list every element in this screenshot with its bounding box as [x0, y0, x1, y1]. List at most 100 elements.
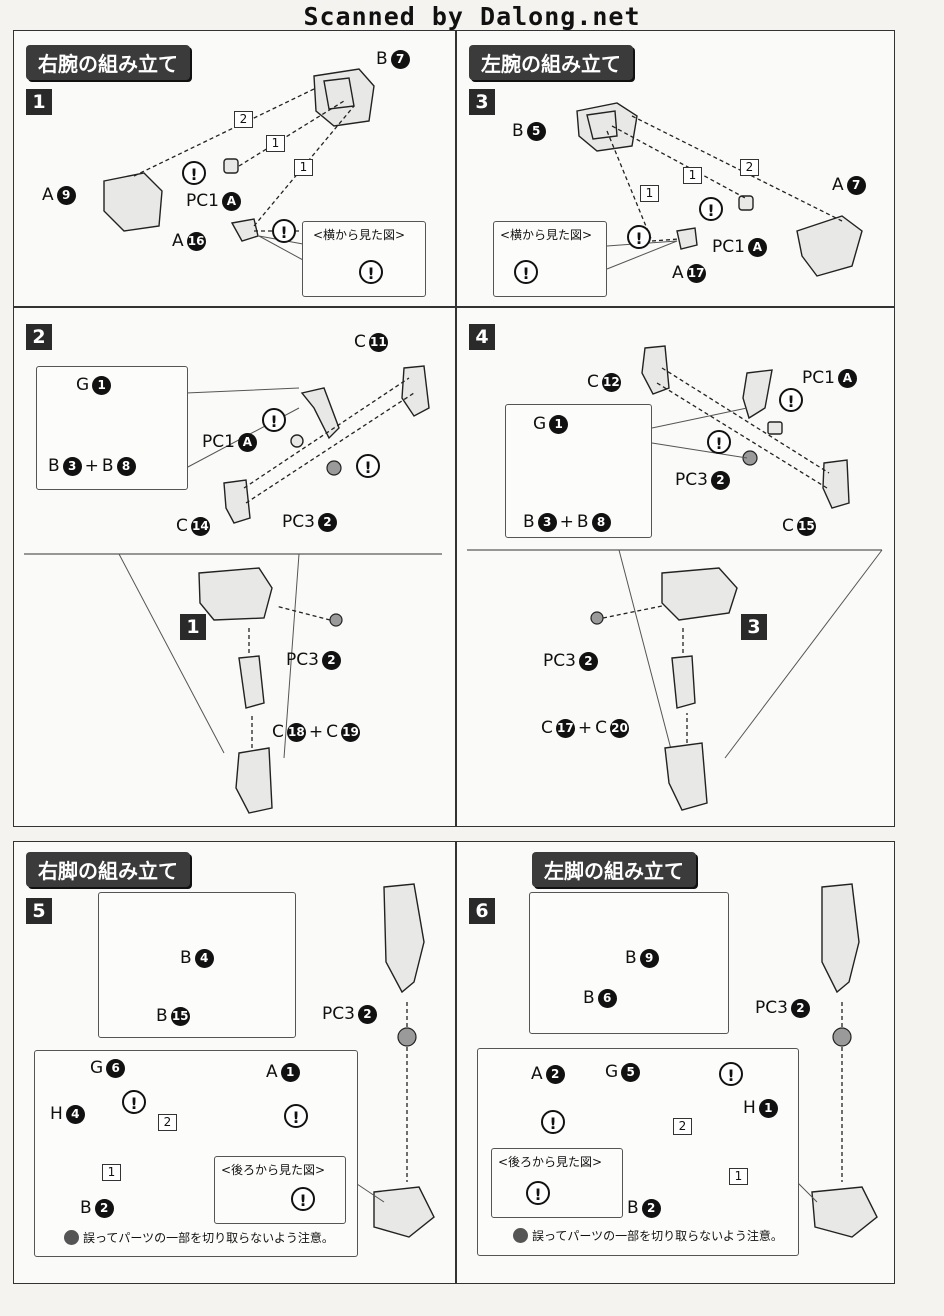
sub-assembly-box [34, 1050, 358, 1257]
sub-assembly-box [98, 892, 296, 1038]
step-number: 6 [469, 898, 495, 924]
caution-note: 誤ってパーツの一部を切り取らないよう注意。 [64, 1229, 334, 1246]
step-number: 2 [26, 324, 52, 350]
sub-assembly-box [36, 366, 188, 490]
step-number: 4 [469, 324, 495, 350]
caution-icon: ! [262, 408, 286, 432]
caution-icon: ! [699, 197, 723, 221]
side-view-callout: <横から見た図> ! [302, 221, 426, 297]
step-number: 1 [26, 89, 52, 115]
section-title-left-arm: 左腕の組み立て [469, 45, 633, 80]
caution-cut-icon [64, 1230, 79, 1245]
caution-icon: ! [514, 260, 538, 284]
rear-view-callout: <後ろから見た図> ! [214, 1156, 346, 1224]
sequence-marker: 1 [266, 135, 285, 152]
sequence-marker: 2 [740, 159, 759, 176]
sequence-marker: 1 [683, 167, 702, 184]
side-view-caption: <横から見た図> [313, 228, 406, 242]
caution-icon: ! [272, 219, 296, 243]
caution-icon: ! [359, 260, 383, 284]
sub-assembly-box [529, 892, 729, 1034]
caution-icon: ! [356, 454, 380, 478]
caution-icon: ! [719, 1062, 743, 1086]
caution-icon: ! [291, 1187, 315, 1211]
step-number: 5 [26, 898, 52, 924]
caution-note: 誤ってパーツの一部を切り取らないよう注意。 [513, 1227, 783, 1244]
sequence-marker: 1 [102, 1164, 121, 1181]
step4-illustration [467, 345, 883, 811]
caution-icon: ! [627, 225, 651, 249]
scan-watermark-header: Scanned by Dalong.net [303, 2, 641, 31]
section-title-right-arm: 右腕の組み立て [26, 45, 190, 80]
caution-icon: ! [182, 161, 206, 185]
caution-icon: ! [284, 1104, 308, 1128]
sequence-marker: 1 [640, 185, 659, 202]
reference-step-1: 1 [180, 614, 206, 640]
sequence-marker: 2 [158, 1114, 177, 1131]
caution-cut-icon [513, 1228, 528, 1243]
sequence-marker: 1 [729, 1168, 748, 1185]
side-view-caption: <横から見た図> [500, 228, 593, 242]
rear-view-caption: <後ろから見た図> [221, 1163, 326, 1177]
rear-view-callout: <後ろから見た図> ! [491, 1148, 623, 1218]
sequence-marker: 2 [673, 1118, 692, 1135]
sequence-marker: 1 [294, 159, 313, 176]
caution-icon: ! [707, 430, 731, 454]
section-title-right-leg: 右脚の組み立て [26, 852, 190, 887]
sequence-marker: 2 [234, 111, 253, 128]
reference-step-3: 3 [741, 614, 767, 640]
step-number: 3 [469, 89, 495, 115]
section-title-left-leg: 左脚の組み立て [532, 852, 696, 887]
caution-icon: ! [541, 1110, 565, 1134]
rear-view-caption: <後ろから見た図> [498, 1155, 603, 1169]
caution-icon: ! [526, 1181, 550, 1205]
sub-assembly-box [505, 404, 652, 538]
caution-icon: ! [779, 388, 803, 412]
caution-icon: ! [122, 1090, 146, 1114]
